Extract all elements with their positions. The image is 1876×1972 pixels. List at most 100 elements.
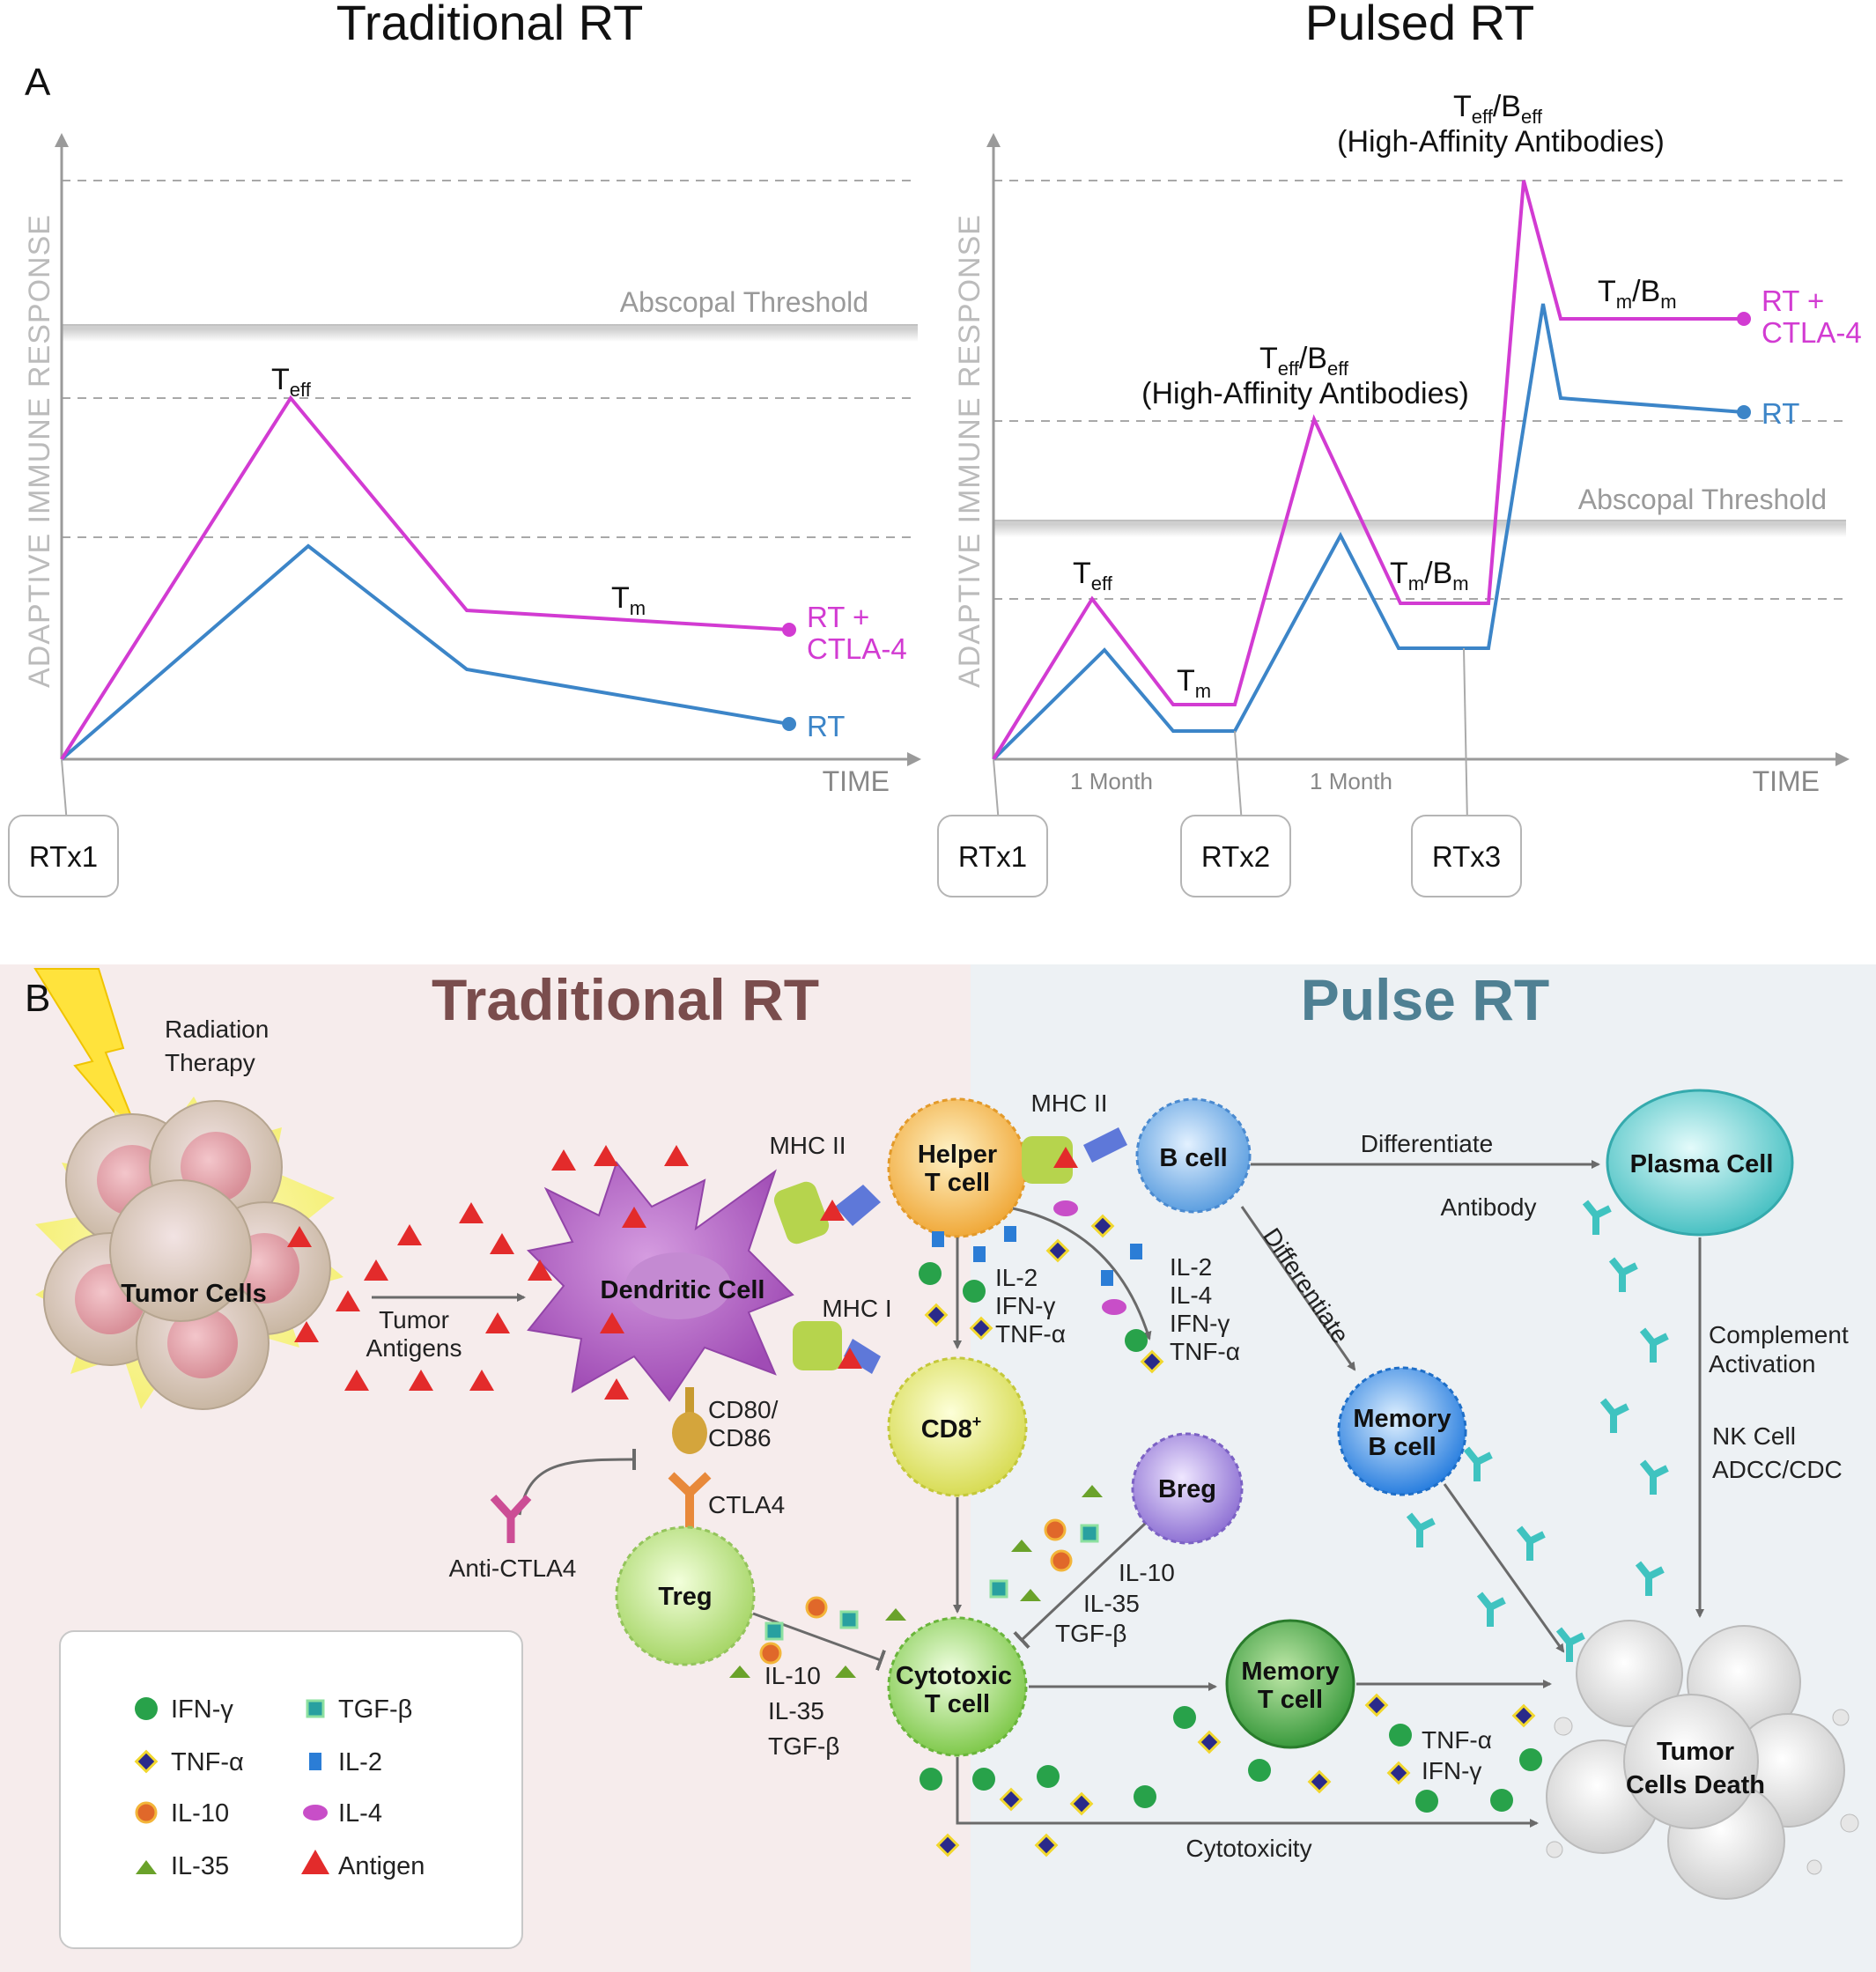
il35-dot bbox=[885, 1608, 906, 1621]
rtx2-box bbox=[1180, 815, 1291, 897]
antigen-icon bbox=[294, 1321, 319, 1342]
panel-a-left-title: Traditional RT bbox=[336, 0, 644, 50]
rtx3-label: RTx3 bbox=[1432, 840, 1501, 873]
tumor-death-label-1: Tumor bbox=[1657, 1738, 1734, 1766]
breg-label: Breg bbox=[1158, 1475, 1216, 1503]
antigen-icon bbox=[409, 1370, 433, 1391]
tnfa-dot bbox=[1069, 1791, 1094, 1816]
il2-dot bbox=[1130, 1244, 1142, 1259]
il35-dot bbox=[1020, 1589, 1041, 1601]
legend-ifng-icon bbox=[135, 1697, 158, 1720]
ifng-dot bbox=[1519, 1748, 1542, 1771]
tumor-antigens-label-1: Tumor bbox=[379, 1306, 449, 1333]
legend-antigen: Antigen bbox=[338, 1852, 425, 1880]
tnfa-dot bbox=[1045, 1238, 1070, 1263]
plasma-cell-label: Plasma Cell bbox=[1630, 1150, 1774, 1178]
il2-dot bbox=[973, 1246, 986, 1262]
ifng-dot bbox=[1125, 1329, 1148, 1352]
rtx1-box bbox=[937, 815, 1048, 897]
cytotoxic-t-cell: Cytotoxic T cell bbox=[887, 1616, 1028, 1757]
tcr-left bbox=[835, 1185, 881, 1226]
ifng-dot bbox=[920, 1768, 942, 1791]
cd80-label-2: CD86 bbox=[708, 1424, 772, 1451]
il35-dot bbox=[1082, 1485, 1103, 1497]
ifng-dot bbox=[1134, 1785, 1156, 1808]
memory-b-cell: Memory B cell bbox=[1337, 1366, 1467, 1496]
dendritic-nucleus bbox=[625, 1252, 731, 1319]
rtx1-label: RTx1 bbox=[29, 840, 98, 873]
antigen-icon bbox=[364, 1259, 388, 1281]
cd80-cd86-icon bbox=[672, 1412, 707, 1454]
tumor-antigens-label-2: Antigens bbox=[366, 1334, 462, 1362]
tgfb-dot bbox=[839, 1610, 859, 1629]
rtx3-box bbox=[1411, 815, 1522, 897]
nk-label-2: ADCC/CDC bbox=[1712, 1456, 1843, 1483]
legend-box bbox=[59, 1630, 523, 1949]
tnfa-dot bbox=[1364, 1693, 1389, 1717]
tnfa-dot bbox=[1140, 1349, 1164, 1374]
dendritic-cell: Dendritic Cell bbox=[526, 1160, 794, 1402]
panel-b-right-title: Pulse RT bbox=[1301, 967, 1549, 1032]
antigen-icon bbox=[600, 1312, 624, 1333]
rtx2-label: RTx2 bbox=[1201, 840, 1270, 873]
ifn-label-a: IFN-γ bbox=[995, 1292, 1055, 1319]
ifng-dot bbox=[919, 1262, 942, 1285]
antibody-icon bbox=[1555, 1627, 1585, 1662]
il4-label-b: IL-4 bbox=[1170, 1281, 1212, 1309]
rt-ctla4-label-1: RT + bbox=[807, 601, 869, 633]
tnfa-dot bbox=[1511, 1703, 1536, 1728]
ctla4-label: CTLA4 bbox=[708, 1491, 785, 1518]
x-axis-label: TIME bbox=[823, 765, 890, 797]
il2-dot bbox=[1101, 1270, 1113, 1286]
legend-il4-icon bbox=[303, 1805, 328, 1821]
antigen-icon bbox=[485, 1312, 510, 1333]
antigen-icon bbox=[622, 1207, 646, 1228]
legend-il35: IL-35 bbox=[171, 1852, 229, 1880]
antigen-icon bbox=[594, 1145, 618, 1166]
ifng-dot bbox=[1415, 1790, 1438, 1813]
antigen-icon bbox=[838, 1348, 862, 1369]
il2-dot bbox=[1004, 1226, 1016, 1242]
antibody-icon bbox=[1582, 1200, 1612, 1235]
cd80-stalk bbox=[685, 1387, 694, 1415]
il2-label-a: IL-2 bbox=[995, 1264, 1038, 1291]
antibody-icon bbox=[1476, 1592, 1506, 1627]
tnf-label-c: TNF-α bbox=[1422, 1726, 1492, 1754]
legend-tnfa-icon bbox=[134, 1749, 159, 1774]
rt-ctla4-label-2: CTLA-4 bbox=[1762, 316, 1862, 349]
ifng-dot bbox=[1173, 1706, 1196, 1729]
teff-beff-annotation-top: Teff/Beff bbox=[1453, 90, 1543, 128]
antigen-icon bbox=[469, 1370, 494, 1391]
tumor-cells-label: Tumor Cells bbox=[121, 1280, 266, 1308]
il35-label-b: IL-35 bbox=[1083, 1590, 1140, 1617]
b-cell-body bbox=[1135, 1097, 1252, 1214]
y-axis-label: ADAPTIVE IMMUNE RESPONSE bbox=[23, 214, 56, 688]
anti-ctla4-label: Anti-CTLA4 bbox=[449, 1555, 577, 1582]
dendritic-cell-label: Dendritic Cell bbox=[601, 1276, 765, 1304]
antibody-icon bbox=[1639, 1327, 1669, 1363]
rt-label: RT bbox=[1762, 397, 1799, 430]
rtx3-pointer bbox=[1463, 647, 1468, 824]
breg-inhibition-line bbox=[1013, 1522, 1147, 1650]
antibody-icon bbox=[1639, 1459, 1669, 1495]
high-affinity-label-mid: (High-Affinity Antibodies) bbox=[1141, 377, 1469, 410]
rt-end-point bbox=[782, 717, 796, 731]
antigen-icon bbox=[604, 1378, 629, 1400]
antibody-icon bbox=[1635, 1561, 1665, 1596]
antigen-icon bbox=[820, 1200, 845, 1221]
antibody-label: Antibody bbox=[1441, 1193, 1537, 1221]
antigen-icon bbox=[336, 1290, 360, 1311]
antigen-icon bbox=[287, 1226, 312, 1247]
rt-ctla4-series-line bbox=[992, 180, 1744, 761]
antigen-icon bbox=[459, 1202, 484, 1223]
memory-b-body bbox=[1337, 1366, 1467, 1496]
cytotoxicity-label: Cytotoxicity bbox=[1185, 1835, 1311, 1862]
plasma-cell-body bbox=[1606, 1089, 1794, 1237]
tgfb-dot bbox=[989, 1579, 1008, 1599]
il10-label-b: IL-10 bbox=[1119, 1559, 1175, 1586]
teff-annotation: Teff bbox=[271, 363, 312, 401]
il35-dot bbox=[1011, 1540, 1032, 1552]
ifng-dot bbox=[972, 1768, 995, 1791]
rtx1-box bbox=[8, 815, 119, 897]
